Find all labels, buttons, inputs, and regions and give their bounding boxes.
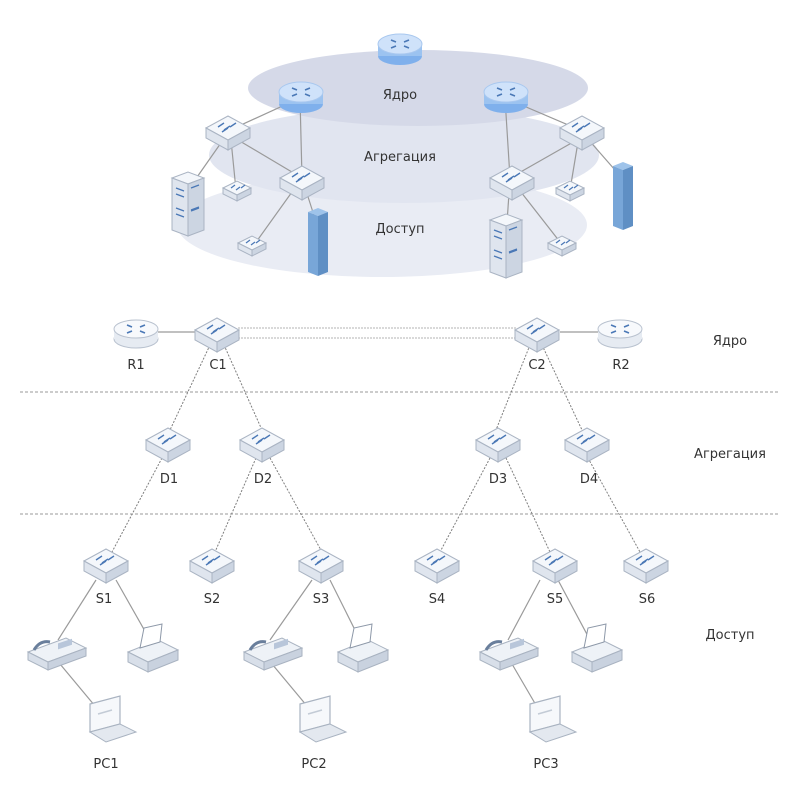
node-label-pc3: PC3 <box>533 757 558 772</box>
node-label-s3: S3 <box>313 592 330 607</box>
node-label-s4: S4 <box>429 592 446 607</box>
top-router-icon <box>377 33 423 66</box>
node-label-s1: S1 <box>96 592 113 607</box>
switch-s3-icon <box>298 548 344 584</box>
switch-d2-icon <box>239 427 285 463</box>
tier-label-core: Ядро <box>713 334 747 349</box>
fax-icon <box>242 636 304 672</box>
node-label-s5: S5 <box>547 592 564 607</box>
node-label-s2: S2 <box>204 592 221 607</box>
switch-d1-icon <box>145 427 191 463</box>
topology-diagram: R1 C1 C2 R2 D1 D2 D3 D4 S1 S2 S3 S4 S5 S… <box>20 317 780 772</box>
ring-label-core: Ядро <box>383 88 417 103</box>
switch-d3-icon <box>475 427 521 463</box>
node-label-pc2: PC2 <box>301 757 326 772</box>
switch-c1-icon <box>194 317 240 353</box>
switch-s4-icon <box>414 548 460 584</box>
node-label-c1: C1 <box>209 358 226 373</box>
node-label-d3: D3 <box>489 472 507 487</box>
tier-label-aggregation: Агрегация <box>694 447 766 462</box>
switch-s1-icon <box>83 548 129 584</box>
laptop-pc1-icon <box>89 695 137 743</box>
fax-icon <box>26 636 88 672</box>
node-label-r2: R2 <box>612 358 629 373</box>
tier-label-access: Доступ <box>705 628 754 643</box>
node-label-r1: R1 <box>127 358 144 373</box>
switch-s5-icon <box>532 548 578 584</box>
switch-d4-icon <box>564 427 610 463</box>
node-label-pc1: PC1 <box>93 757 118 772</box>
node-label-d2: D2 <box>254 472 272 487</box>
server-tower-icon <box>308 208 328 276</box>
switch-s6-icon <box>623 548 669 584</box>
ring-label-aggregation: Агрегация <box>364 150 436 165</box>
laptop-pc2-icon <box>299 695 347 743</box>
core-router-right-icon <box>483 81 529 114</box>
printer-icon <box>127 623 179 673</box>
switch-s2-icon <box>189 548 235 584</box>
access-switch-icon <box>555 180 585 202</box>
router-r1-icon <box>113 319 159 349</box>
node-label-s6: S6 <box>639 592 656 607</box>
printer-icon <box>571 623 623 673</box>
printer-icon <box>337 623 389 673</box>
fax-icon <box>478 636 540 672</box>
laptop-pc3-icon <box>529 695 577 743</box>
router-r2-icon <box>597 319 643 349</box>
core-router-left-icon <box>278 81 324 114</box>
ring-label-access: Доступ <box>375 222 424 237</box>
switch-c2-icon <box>514 317 560 353</box>
server-tower-icon <box>613 162 633 230</box>
node-label-d4: D4 <box>580 472 598 487</box>
top-layered-diagram: Ядро Агрегация Доступ <box>171 33 633 279</box>
node-label-c2: C2 <box>528 358 545 373</box>
server-rack-icon <box>171 171 205 237</box>
server-rack-icon <box>489 213 523 279</box>
node-label-d1: D1 <box>160 472 178 487</box>
